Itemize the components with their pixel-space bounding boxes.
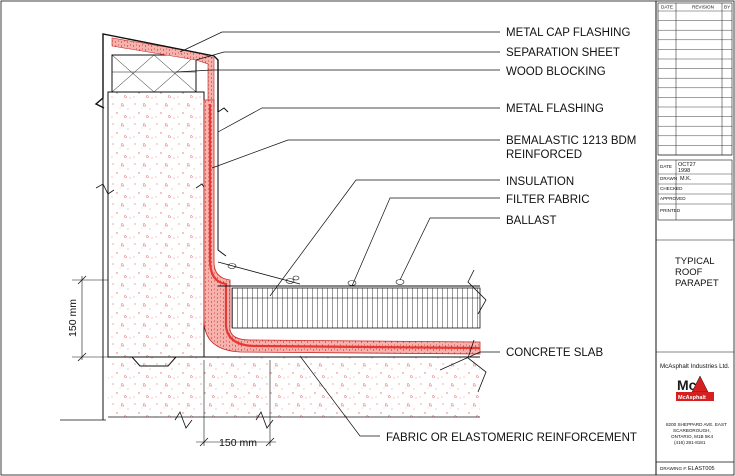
address-line1: 8200 SHEPPARD AVE. EAST [666, 422, 727, 427]
concrete-slab-lower [108, 357, 480, 417]
leader-lines [175, 31, 500, 437]
label-fabric-reinforcement: FABRIC OR ELASTOMERIC REINFORCEMENT [386, 432, 637, 444]
drawing-title-line3: PARAPET [675, 278, 719, 289]
ballast-stones [227, 263, 405, 286]
wood-blocking-cross-4 [153, 54, 197, 93]
leader-wood-blocking [175, 69, 500, 73]
dimension-vertical: 150 mm [67, 299, 79, 337]
membrane-vertical [203, 99, 481, 355]
wood-blocking-cross-2 [111, 54, 155, 93]
label-metal-cap-flashing: METAL CAP FLASHING [506, 27, 630, 39]
logo-text: McAsphalt [678, 395, 706, 401]
drawing-number-label: DRAWING #: [660, 466, 687, 471]
revision-rows [658, 10, 732, 156]
label-insulation: INSULATION [506, 176, 574, 188]
break-line-left [95, 183, 115, 195]
leader-ballast [399, 217, 500, 281]
checked-label: CHECKED [660, 186, 683, 191]
dim-vertical-tick-top [77, 275, 87, 285]
address-line4: (416) 281-8181 [674, 440, 706, 445]
membrane-red-line [208, 104, 481, 350]
drawing-title-line1: TYPICAL [675, 256, 715, 267]
label-filter-fabric: FILTER FABRIC [506, 194, 590, 206]
address-line3: ONTARIO, M1B 5K4 [671, 434, 713, 439]
leader-membrane [211, 139, 500, 169]
dim-horizontal-tick-left [199, 437, 209, 447]
revision-header-date: DATE [661, 5, 673, 10]
leader-metal-flashing [217, 107, 500, 133]
label-membrane-line1: BEMALASTIC 1213 BDM [506, 135, 636, 147]
parapet-wall [107, 91, 205, 358]
title-block: DATE REVISION BY DATE OCT27 1998 DRAWN M… [656, 2, 734, 472]
break-line-insulation [467, 269, 487, 315]
dim-horizontal-tick-right [265, 437, 275, 447]
metal-cap-flashing [94, 33, 219, 112]
company-logo: Mc McAsphalt [676, 375, 714, 401]
label-concrete-slab: CONCRETE SLAB [506, 347, 603, 359]
drawn-value: M.K. [680, 176, 692, 182]
date-value-line2: 1998 [678, 168, 690, 174]
drawn-label: DRAWN [660, 176, 677, 181]
metal-flashing [217, 112, 227, 257]
company-name: McAsphalt Industries Ltd. [660, 363, 730, 370]
dim-vertical-tick-bottom [77, 352, 87, 362]
info-rows [658, 173, 732, 205]
wood-blocking [111, 54, 197, 93]
revision-table [657, 2, 733, 156]
leader-fabric-reinforcement [299, 355, 380, 437]
break-line-slab [467, 339, 487, 393]
leader-separation-sheet [195, 51, 500, 61]
svg-text:Mc: Mc [677, 377, 697, 393]
leader-concrete-slab [439, 351, 500, 371]
label-ballast: BALLAST [506, 215, 557, 227]
revision-header-revision: REVISION [692, 5, 714, 10]
dimension-horizontal: 150 mm [219, 437, 257, 449]
label-metal-flashing: METAL FLASHING [506, 103, 604, 115]
info-table [657, 159, 733, 221]
drawing-number-value: ELAST005 [688, 466, 715, 472]
label-separation-sheet: SEPARATION SHEET [506, 47, 620, 59]
drawing-title-line2: ROOF [675, 267, 703, 278]
leader-insulation [269, 179, 500, 297]
date-value-line1: OCT27 [678, 162, 696, 168]
break-line-bottom-1 [174, 411, 193, 429]
address-line2: SCARBOROUGH, [673, 428, 711, 433]
label-membrane-line2: REINFORCED [506, 149, 582, 161]
approved-label: APPROVED [660, 196, 686, 201]
label-wood-blocking: WOOD BLOCKING [506, 66, 606, 78]
revision-header-by: BY [724, 5, 730, 10]
insulation-board [231, 287, 481, 329]
date-label: DATE [660, 164, 672, 169]
title-block-section-lines [656, 239, 734, 463]
leader-filter-fabric [351, 197, 500, 287]
printed-label: PRINTED [660, 208, 681, 213]
cap-drip-right [217, 107, 229, 113]
leader-metal-cap [179, 31, 500, 53]
